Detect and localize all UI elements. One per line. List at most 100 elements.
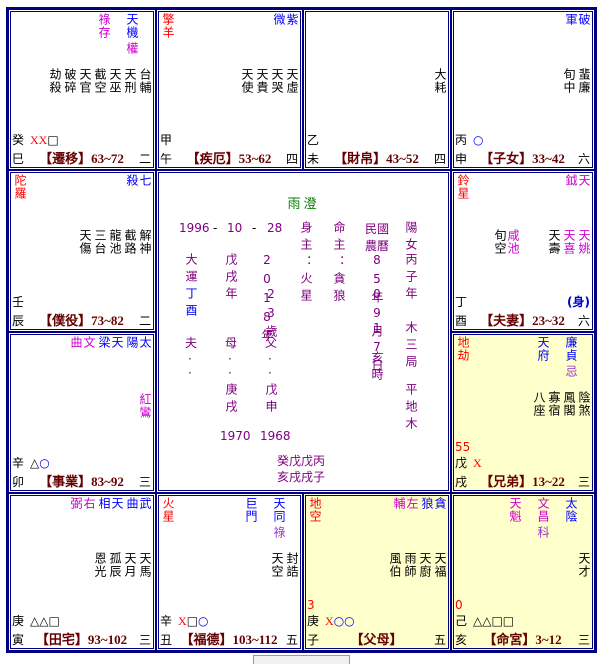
minor-star[interactable]: 天巫 [108, 68, 122, 94]
palace-name[interactable]: 【疾厄】53~62 [186, 151, 272, 166]
minor-star[interactable]: 天才 [577, 552, 591, 578]
main-star[interactable]: 紫微 [272, 13, 299, 26]
minor-star[interactable]: 寡宿 [547, 391, 561, 417]
minor-star[interactable]: 大耗 [433, 68, 447, 94]
minor-star[interactable]: 旬中 [562, 68, 576, 94]
sha-star[interactable]: 地空 [308, 497, 322, 523]
main-star[interactable]: 天梁 [97, 336, 124, 349]
minor-star[interactable]: 天喜 [562, 229, 576, 255]
main-star[interactable]: 文曲 [69, 336, 96, 349]
main-star[interactable]: 武曲 [125, 497, 152, 510]
sha-star[interactable]: 陀羅 [13, 174, 27, 200]
minor-star[interactable]: 解神 [138, 229, 152, 255]
main-star[interactable]: 右弼 [69, 497, 96, 510]
minor-star[interactable]: 天刑 [123, 68, 137, 94]
minor-star[interactable]: 三台 [93, 229, 107, 255]
minor-stars: 封誥天空 [244, 552, 299, 578]
main-star[interactable]: 廉貞 [564, 336, 578, 362]
main-star[interactable]: 破軍 [564, 13, 591, 26]
minor-star[interactable]: 紅鸞 [138, 393, 152, 419]
minor-star[interactable]: 天虛 [285, 68, 299, 94]
minor-star[interactable]: 天傷 [78, 229, 92, 255]
main-star[interactable]: 巨門 [244, 497, 258, 523]
minor-star[interactable]: 天月 [123, 552, 137, 578]
minor-star[interactable]: 天壽 [547, 229, 561, 255]
sha-star[interactable]: 地劫 [456, 336, 470, 362]
person-name: 雨澄 [287, 197, 320, 212]
minor-star[interactable]: 天姚 [577, 229, 591, 255]
palace-name[interactable]: 【夫妻】23~32 [480, 313, 565, 328]
main-star[interactable]: 天府 [536, 336, 550, 362]
palace-name[interactable]: 【事業】83~92 [39, 474, 124, 489]
minor-stars: 解神截路龍池三台天傷 [13, 229, 152, 255]
minor-star[interactable]: 天官 [78, 68, 92, 94]
minor-star[interactable]: 陰煞 [577, 391, 591, 417]
palace-name[interactable]: 【遷移】63~72 [39, 151, 124, 166]
minor-star[interactable]: 截路 [123, 229, 137, 255]
main-star[interactable]: 天相 [97, 497, 124, 510]
palace-name[interactable]: 【兄弟】13~22 [480, 474, 565, 489]
minor-star[interactable]: 雨師 [403, 552, 417, 578]
main-star[interactable]: 貪狼 [420, 497, 447, 510]
minor-star[interactable]: 天使 [240, 68, 254, 94]
minor-star[interactable]: 天哭 [270, 68, 284, 94]
palace-name[interactable]: 【田宅】93~102 [35, 632, 128, 647]
chart-center-info: 雨澄 1996 - 10 - 28 身主：火星 命主：貪狼 民國農曆 85年 0… [156, 170, 451, 493]
minor-stars: 大耗 [420, 68, 447, 94]
main-star[interactable]: 天鉞 [564, 174, 591, 187]
minor-star[interactable]: 咸池 [506, 229, 520, 255]
palace-stem: 辛 [12, 456, 25, 470]
minor-star[interactable]: 天貴 [255, 68, 269, 94]
main-star[interactable]: 天同 [272, 497, 286, 523]
minor-star[interactable]: 劫殺 [48, 68, 62, 94]
minor-star[interactable]: 天福 [433, 552, 447, 578]
minor-star[interactable]: 蜚廉 [577, 68, 591, 94]
minor-star[interactable]: 破碎 [63, 68, 77, 94]
palace-name[interactable]: 【福德】103~112 [180, 632, 278, 647]
main-star[interactable]: 太陰 [564, 497, 578, 523]
shen-zhu: 身主：火星 [299, 221, 313, 306]
minor-star[interactable]: 八座 [532, 391, 546, 417]
main-star[interactable]: 太陽 [125, 336, 152, 349]
minor-star[interactable]: 風伯 [388, 552, 402, 578]
minor-star[interactable]: 恩光 [93, 552, 107, 578]
minor-star[interactable]: 天廚 [418, 552, 432, 578]
main-star[interactable]: 天機 [125, 13, 139, 39]
main-star[interactable]: 左輔 [392, 497, 419, 510]
minor-star[interactable]: 孤辰 [108, 552, 122, 578]
transform-marks: X [473, 456, 482, 470]
main-star[interactable]: 七殺 [125, 174, 152, 187]
minor-star[interactable]: 天馬 [138, 552, 152, 578]
main-star[interactable]: 祿存 [97, 13, 111, 39]
minor-star[interactable]: 天空 [270, 552, 284, 578]
main-star[interactable]: 文昌 [536, 497, 550, 523]
minor-star[interactable]: 台輔 [138, 68, 152, 94]
palace-name[interactable]: 【僕役】73~82 [39, 313, 124, 328]
minor-star[interactable]: 截空 [93, 68, 107, 94]
palace-name[interactable]: 【財帛】43~52 [334, 151, 419, 166]
palace-name[interactable]: 【子女】33~42 [480, 151, 565, 166]
palace-name[interactable]: 【命宮】3~12 [483, 632, 562, 647]
minor-star[interactable]: 鳳閣 [562, 391, 576, 417]
main-star[interactable]: 天魁 [508, 497, 522, 523]
sihua-marker: 權 [125, 42, 139, 55]
minor-star[interactable]: 封誥 [285, 552, 299, 578]
minor-star[interactable]: 旬空 [493, 229, 507, 255]
sha-star[interactable]: 火星 [161, 497, 175, 523]
palace-name[interactable]: 【父母】 [350, 632, 403, 647]
minor-star[interactable]: 龍池 [108, 229, 122, 255]
sha-star[interactable]: 鈴星 [456, 174, 470, 200]
sha-star[interactable]: 擎羊 [161, 13, 175, 39]
